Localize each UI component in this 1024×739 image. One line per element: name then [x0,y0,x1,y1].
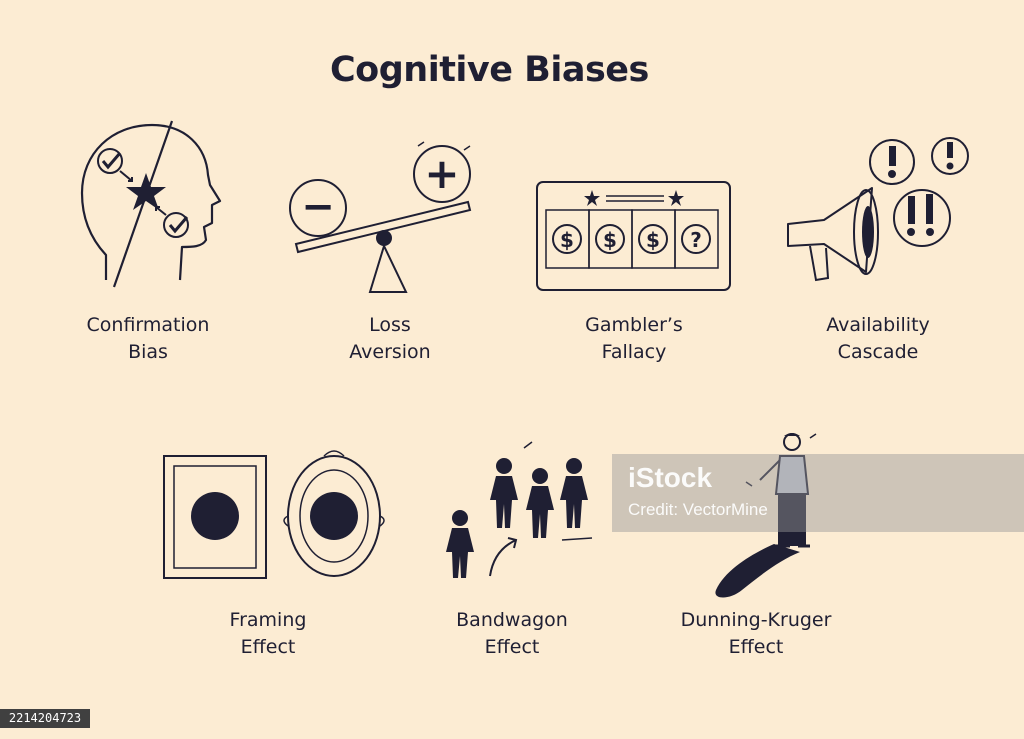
watermark-brand: iStock [628,462,713,493]
person-shadow-icon [715,433,817,598]
minus-icon: − [301,184,335,230]
image-id-tag: 2214204723 [0,709,90,728]
watermark-credit: Credit: VectorMine [628,500,768,519]
dollar-icon: $ [603,228,617,252]
people-bandwagon-icon [446,441,593,578]
watermark-band [612,454,1024,532]
dollar-icon: $ [560,228,574,252]
watermark: iStock Credit: VectorMine [628,462,768,520]
page-title: Cognitive Biases [330,50,649,90]
seesaw-icon: − + [289,141,472,293]
head-profile-icon [80,120,222,288]
dollar-icon: $ [646,228,660,252]
megaphone-icon [787,137,969,282]
question-mark-icon: ? [690,228,702,252]
plus-icon: + [424,149,459,198]
picture-frames-icon [163,450,385,579]
slot-machine-icon: $ $ $ ? [536,181,731,291]
